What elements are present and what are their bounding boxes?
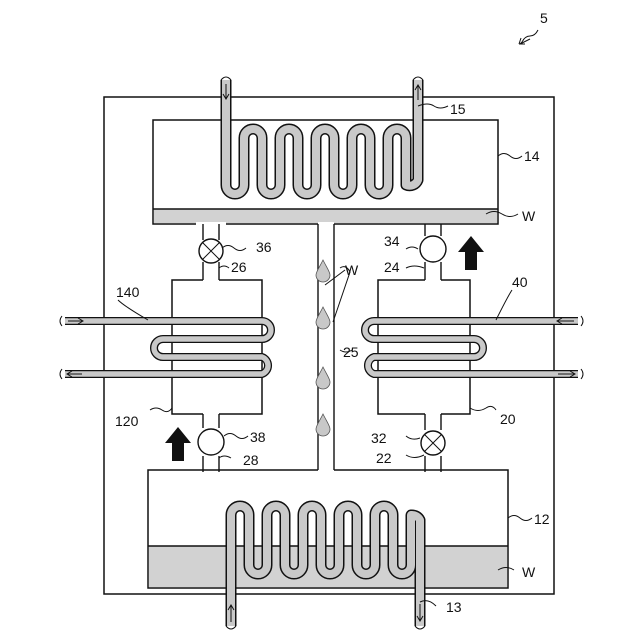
label-conn-28: 28 bbox=[243, 452, 259, 468]
valve-32-closed bbox=[421, 431, 445, 455]
label-condenser-14: 14 bbox=[524, 148, 540, 164]
condenser-water-layer bbox=[154, 209, 497, 223]
right-adsorber bbox=[378, 280, 470, 414]
label-evaporator-coil-13: 13 bbox=[446, 599, 462, 615]
label-water-top: W bbox=[522, 208, 536, 224]
evaporator-water-layer bbox=[149, 546, 507, 587]
valve-36-closed bbox=[199, 239, 223, 263]
valve-38-open bbox=[198, 429, 224, 455]
condenser bbox=[153, 120, 498, 224]
label-conn-24: 24 bbox=[384, 259, 400, 275]
valve-34-open bbox=[420, 236, 446, 262]
label-valve-32: 32 bbox=[371, 430, 387, 446]
label-water-bottom: W bbox=[522, 564, 536, 580]
label-left-tube-140: 140 bbox=[116, 284, 140, 300]
label-left-adsorber-120: 120 bbox=[115, 413, 139, 429]
label-device-5: 5 bbox=[540, 10, 548, 26]
label-right-adsorber-20: 20 bbox=[500, 411, 516, 427]
label-evaporator-12: 12 bbox=[534, 511, 550, 527]
label-valve-34: 34 bbox=[384, 233, 400, 249]
label-valve-38: 38 bbox=[250, 429, 266, 445]
label-droplets-w: W bbox=[345, 262, 359, 278]
label-right-tube-40: 40 bbox=[512, 274, 528, 290]
label-condenser-coil-15: 15 bbox=[450, 101, 466, 117]
label-conn-22: 22 bbox=[376, 450, 392, 466]
label-channel-25: 25 bbox=[343, 344, 359, 360]
label-valve-36: 36 bbox=[256, 239, 272, 255]
label-conn-26: 26 bbox=[231, 259, 247, 275]
